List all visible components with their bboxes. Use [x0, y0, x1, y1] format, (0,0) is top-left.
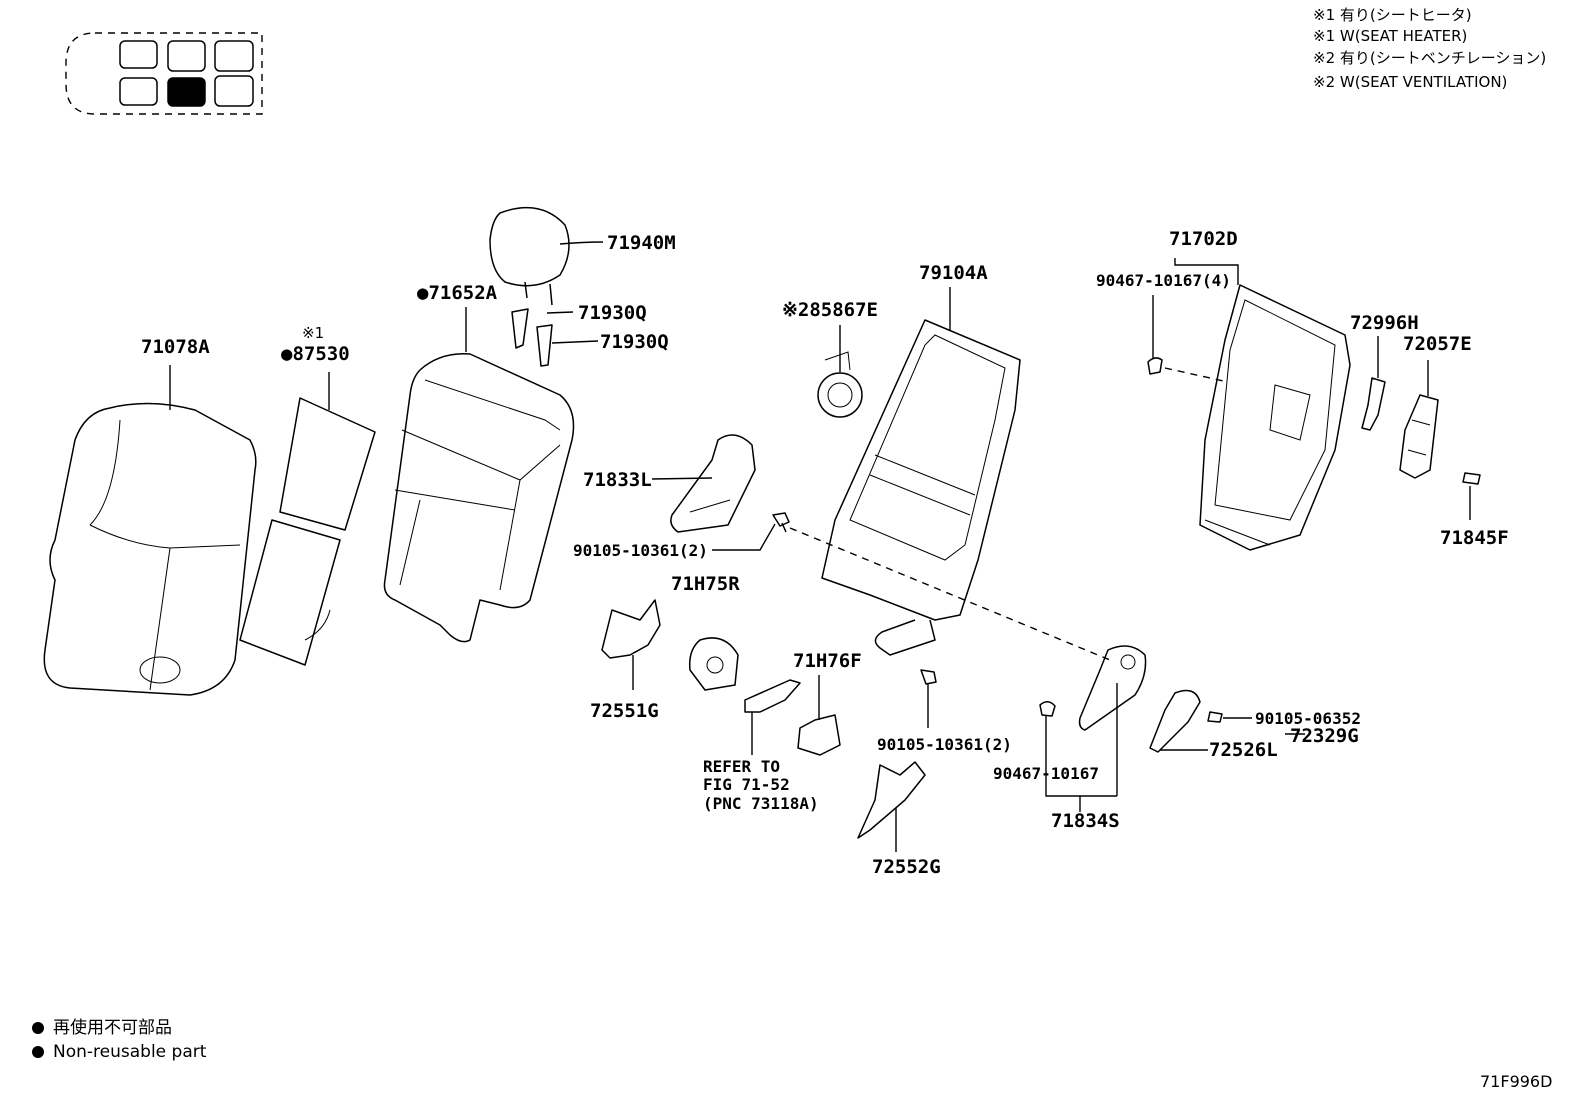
- bracket-72996H: [1361, 377, 1386, 431]
- refer-line-1: REFER TO: [703, 757, 780, 776]
- side-cover-71833L: [670, 434, 756, 533]
- headrest-support-71930Q-a: [511, 308, 529, 349]
- label-71845F: 71845F: [1440, 527, 1509, 549]
- label-87530-mark: ※1: [302, 324, 324, 342]
- refer-line-3: (PNC 73118A): [703, 794, 819, 813]
- clip-90467-10167-4: [1147, 357, 1163, 375]
- refer-part-73118A: [744, 679, 801, 713]
- seatback-pad-71652A: [383, 353, 575, 643]
- label-90105-06352: 90105-06352: [1255, 709, 1361, 728]
- seat-box-front-center: [167, 40, 206, 72]
- option-notes: ※1 有り(シートヒータ) ※1 W(SEAT HEATER) ※2 有り(シー…: [1313, 6, 1546, 91]
- headrest-71940M: [489, 206, 570, 306]
- legend-en: Non-reusable part: [53, 1042, 207, 1062]
- cap-71845F: [1462, 472, 1481, 485]
- headrest-support-71930Q-b: [536, 324, 553, 367]
- cover-72552G: [857, 761, 926, 839]
- label-90105-10361-a: 90105-10361(2): [573, 541, 708, 560]
- leader-lines: [169, 241, 1471, 852]
- cover-72526L: [1149, 689, 1201, 753]
- seat-box-front-left: [119, 40, 158, 69]
- note-seat-ventilation-en: ※2 W(SEAT VENTILATION): [1313, 73, 1507, 91]
- label-72551G: 72551G: [590, 700, 659, 722]
- seatback-frame-79104A: [821, 319, 1021, 656]
- label-71078A: 71078A: [141, 336, 210, 358]
- seat-box-rear-center-selected: [167, 77, 206, 107]
- label-72329G: 72329G: [1290, 725, 1359, 747]
- side-cover-71834S: [1078, 645, 1147, 731]
- cover-72551G: [601, 599, 661, 659]
- seatback-board-71702D: [1199, 284, 1351, 551]
- label-71652A: ●71652A: [417, 282, 498, 304]
- legend-bullet-icon: [32, 1022, 44, 1034]
- label-72057E: 72057E: [1403, 333, 1472, 355]
- legend-jp: 再使用不可部品: [53, 1017, 172, 1038]
- label-71930Q-a: 71930Q: [578, 302, 647, 324]
- label-71940M: 71940M: [607, 232, 676, 254]
- seatback-cover-71078A: [43, 402, 257, 696]
- blower-85867E: [817, 351, 863, 418]
- label-71833L: 71833L: [583, 469, 652, 491]
- refer-line-2: FIG 71-52: [703, 775, 790, 794]
- legend-bullet-icon: [32, 1046, 44, 1058]
- cover-71H76F: [797, 714, 841, 756]
- label-71702D: 71702D: [1169, 228, 1238, 250]
- label-71H75R: 71H75R: [671, 573, 740, 595]
- label-79104A: 79104A: [919, 262, 988, 284]
- seat-box-front-right: [214, 40, 254, 72]
- seat-box-rear-left: [119, 77, 158, 106]
- label-85867E: ※285867E: [782, 299, 878, 321]
- label-90467-10167-4: 90467-10167(4): [1096, 271, 1231, 290]
- label-90105-10361-b: 90105-10361(2): [877, 735, 1012, 754]
- assembly-dashed-lines: [789, 367, 1229, 661]
- seat-position-locator: [65, 32, 263, 115]
- clip-90467-10167: [1039, 701, 1056, 717]
- label-71834S: 71834S: [1051, 810, 1120, 832]
- label-90467-10167: 90467-10167: [993, 764, 1099, 783]
- part-labels: 71940M ●71652A 71930Q 71930Q 71078A ※1 ●…: [141, 228, 1509, 878]
- refer-to-note: REFER TO FIG 71-52 (PNC 73118A): [703, 757, 819, 813]
- seat-heater-pad-87530: [239, 397, 376, 666]
- label-87530: ●87530: [281, 343, 350, 365]
- recliner-cover-71H75R: [688, 637, 739, 691]
- release-lever-72057E: [1399, 394, 1439, 479]
- label-72526L: 72526L: [1209, 739, 1278, 761]
- screw-90105-10361-b: [920, 669, 937, 685]
- label-71930Q-b: 71930Q: [600, 331, 669, 353]
- label-72552G: 72552G: [872, 856, 941, 878]
- note-seat-heater-jp: ※1 有り(シートヒータ): [1313, 6, 1472, 24]
- figure-code: 71F996D: [1480, 1072, 1552, 1091]
- seat-box-rear-right: [214, 75, 254, 107]
- label-72996H: 72996H: [1350, 312, 1419, 334]
- screw-90105-06352: [1207, 711, 1223, 723]
- note-seat-ventilation-jp: ※2 有り(シートベンチレーション): [1313, 49, 1546, 67]
- label-71H76F: 71H76F: [793, 650, 862, 672]
- screw-90105-10361-a: [772, 512, 790, 533]
- note-seat-heater-en: ※1 W(SEAT HEATER): [1313, 27, 1467, 45]
- legend: 再使用不可部品 Non-reusable part: [32, 1017, 207, 1062]
